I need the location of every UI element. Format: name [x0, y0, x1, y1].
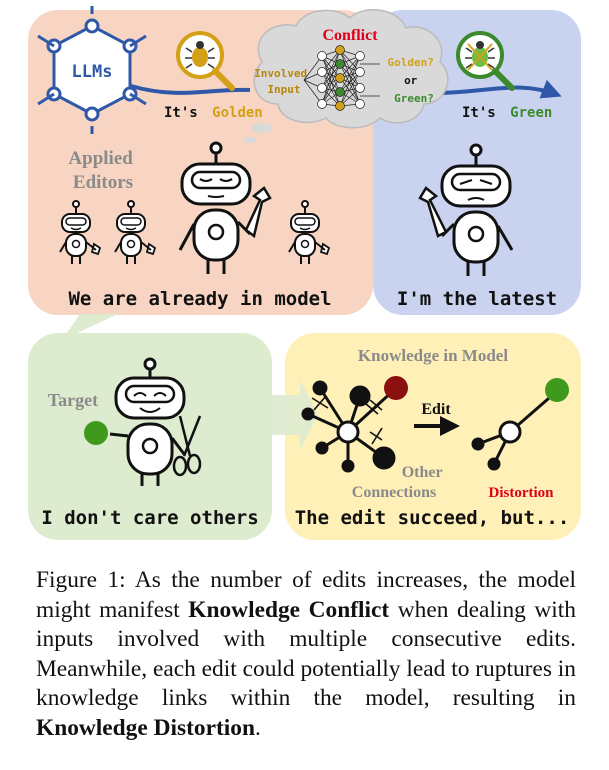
llms-hexagon-icon	[37, 6, 147, 134]
llms-label: LLMs	[72, 62, 113, 82]
caption-bold-distortion: Knowledge Distortion	[36, 714, 255, 741]
other-line1: Other	[402, 464, 443, 481]
other-line2: Connections	[352, 484, 436, 501]
golden-bug-magnifier-icon	[176, 31, 235, 91]
connector-arrow-right	[272, 380, 318, 450]
caption-end: .	[254, 714, 261, 741]
caption-text-2: when dealing with inputs involved with m…	[36, 596, 576, 712]
cut-marks-icon	[311, 395, 383, 445]
timeline-arrow	[130, 86, 558, 95]
neural-network-icon	[303, 45, 380, 111]
green-bug-magnifier-icon	[456, 31, 515, 91]
involved-line2: Input	[267, 83, 300, 96]
conflict-title: Conflict	[322, 27, 378, 44]
knowledge-in-model-title: Knowledge in Model	[358, 346, 508, 365]
target-node	[84, 421, 108, 445]
edit-label: Edit	[421, 401, 451, 418]
figure-caption: Figure 1: As the number of edits increas…	[36, 566, 576, 744]
connector-wedge-left	[62, 314, 118, 340]
scissors-icon	[172, 415, 202, 477]
robot-latest-icon	[418, 143, 514, 276]
knowledge-graph-before	[301, 376, 408, 473]
its-label-left: It's	[164, 105, 198, 121]
green-question: Green?	[394, 92, 434, 105]
footer-latest: I'm the latest	[397, 288, 557, 310]
applied-line1: Applied	[68, 148, 133, 169]
its-label-right: It's	[462, 105, 496, 121]
golden-or-green-question: Golden? or Green?	[388, 56, 441, 105]
applied-editors-label: Applied Editors	[68, 148, 137, 193]
or-word: or	[404, 74, 418, 87]
caption-bold-conflict: Knowledge Conflict	[188, 596, 390, 623]
knowledge-graph-after	[471, 378, 569, 471]
footer-edit-succeed: The edit succeed, but...	[295, 507, 570, 529]
involved-line1: Involved	[254, 67, 307, 80]
golden-question: Golden?	[388, 56, 434, 69]
target-label: Target	[48, 390, 98, 410]
caption-text-1: As the number of edits increases, the mo…	[36, 567, 576, 623]
its-green-text: It's Green	[462, 105, 552, 121]
its-golden-text: It's Golden	[164, 105, 263, 121]
golden-word: Golden	[212, 105, 263, 121]
other-connections-label: Other Connections	[352, 464, 447, 501]
applied-line2: Editors	[73, 172, 133, 193]
robot-target-icon	[109, 357, 202, 486]
caption-label: Figure 1:	[36, 567, 126, 593]
panel-knowledge-in-model	[285, 333, 581, 540]
footer-already-in-model: We are already in model	[68, 288, 331, 310]
green-word: Green	[510, 105, 552, 121]
distortion-label: Distortion	[489, 485, 555, 501]
involved-input-label: Involved Input	[254, 67, 314, 96]
robot-big-icon	[178, 141, 272, 274]
footer-dont-care: I don't care others	[41, 507, 258, 529]
figure-diagram: LLMs It's Golden Conflict Involved Input	[28, 6, 581, 540]
